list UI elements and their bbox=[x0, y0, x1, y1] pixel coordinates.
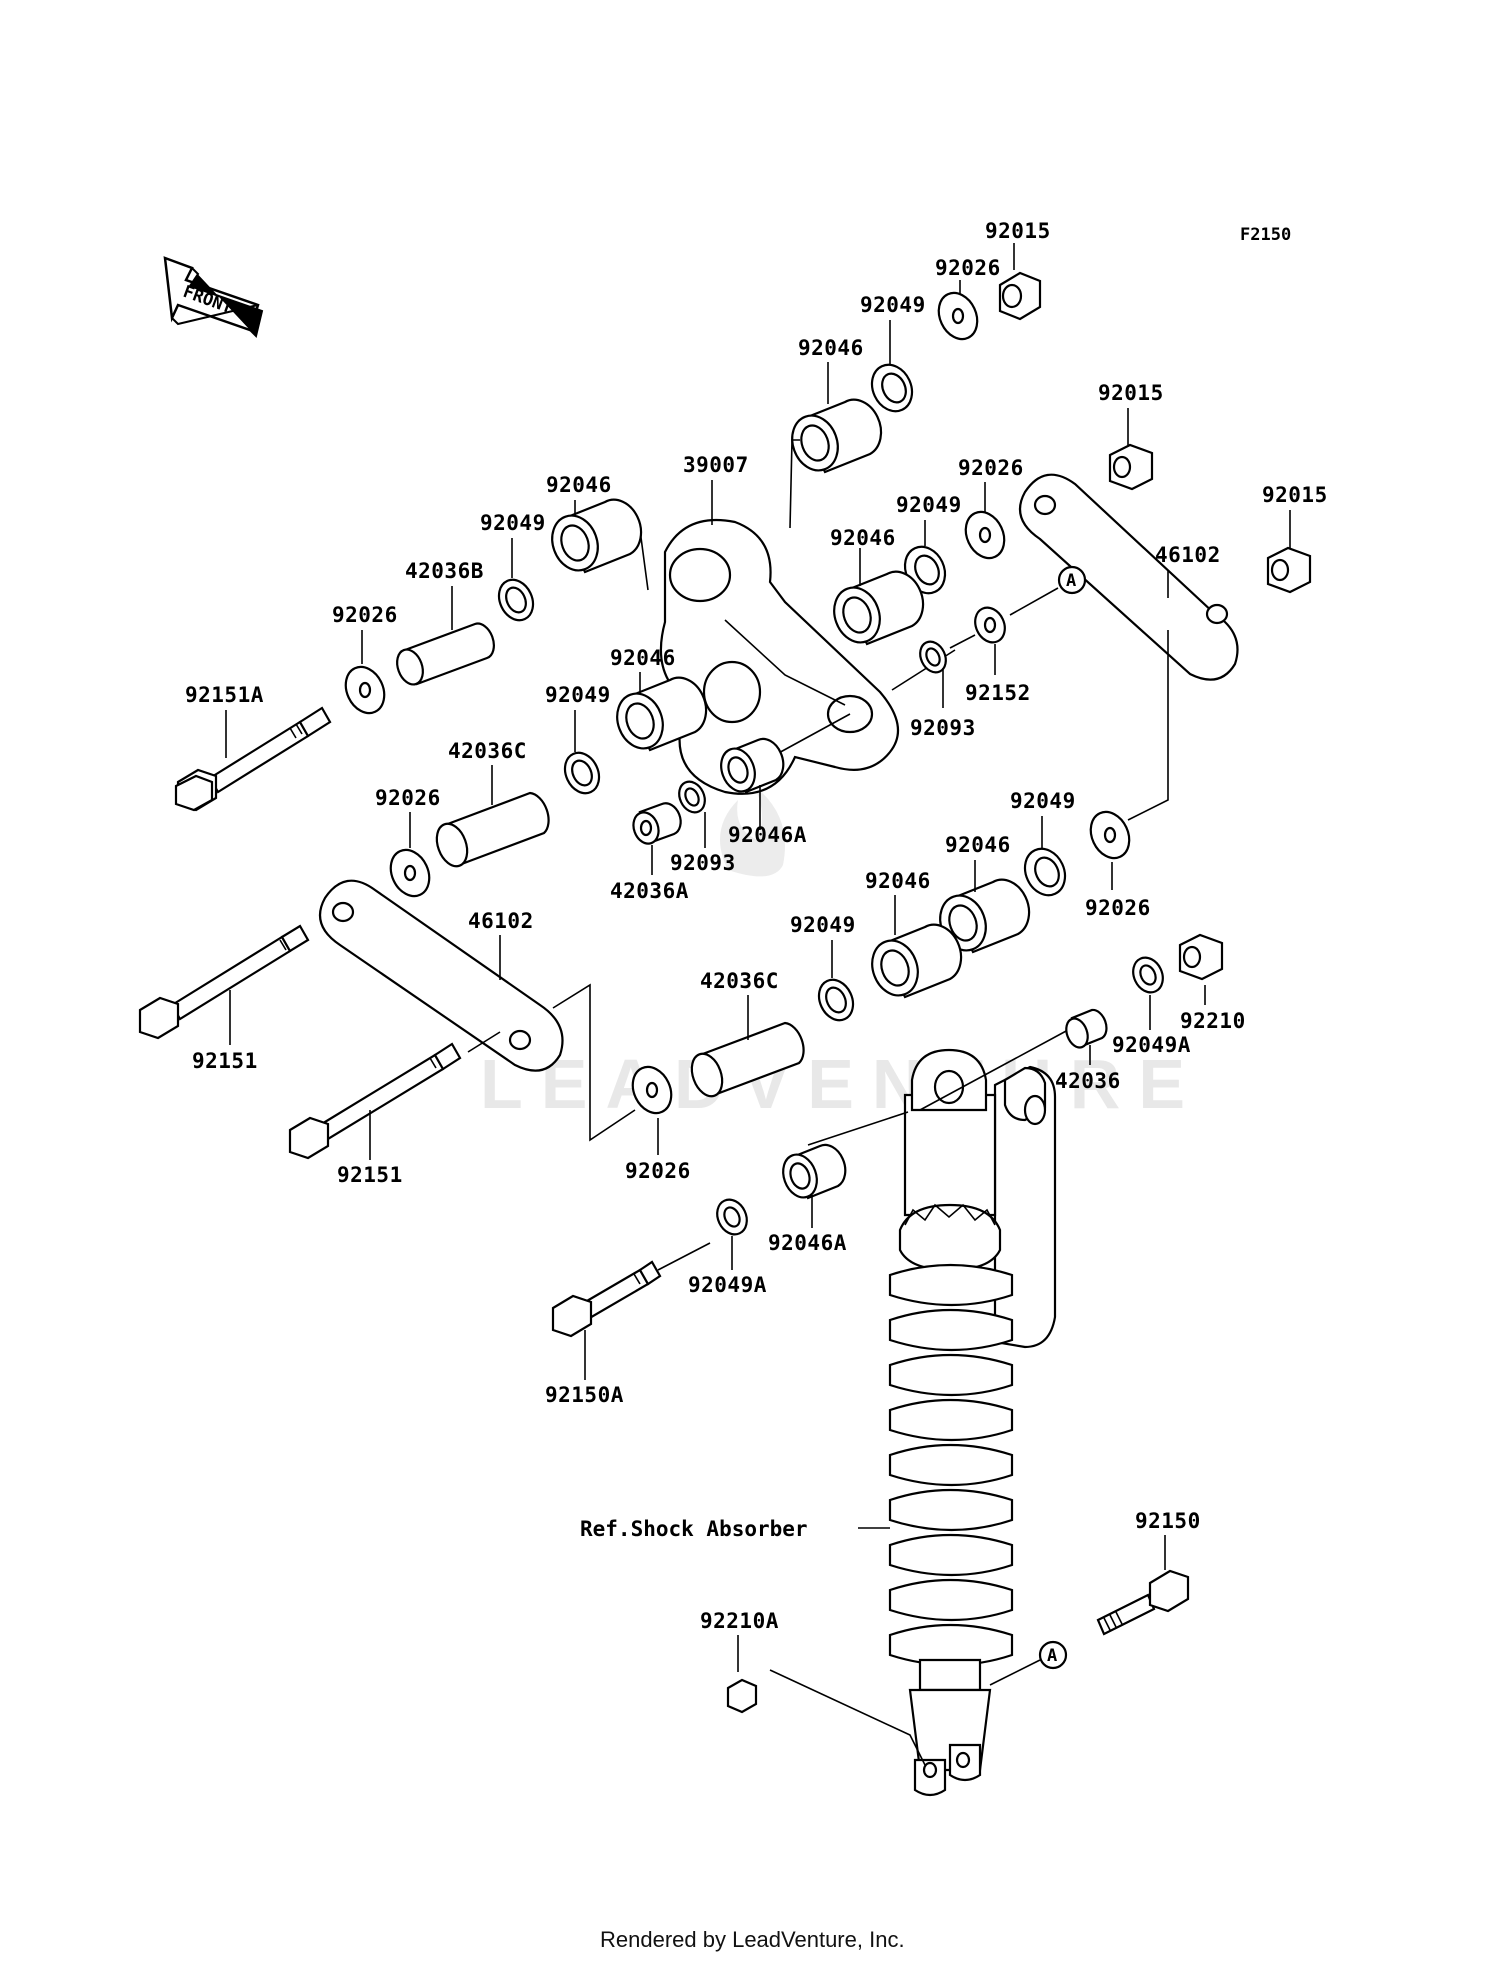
seal-92049A-right-icon bbox=[1132, 956, 1164, 994]
label-92049A-left: 92049A bbox=[688, 1273, 767, 1297]
label-39007: 39007 bbox=[683, 453, 749, 477]
label-42036B: 42036B bbox=[405, 559, 484, 583]
front-arrow-icon: FRONT bbox=[163, 256, 264, 338]
collar-42036A-icon bbox=[632, 802, 682, 845]
washer-92026-mid-icon bbox=[964, 510, 1006, 560]
label-92026-lower-left: 92026 bbox=[375, 786, 441, 810]
link-46102-lower-icon bbox=[318, 879, 564, 1072]
label-92046-mid: 92046 bbox=[830, 526, 896, 550]
label-92210A: 92210A bbox=[700, 1609, 779, 1633]
label-92049-lower: 92049 bbox=[545, 683, 611, 707]
label-92046-lower: 92046 bbox=[610, 646, 676, 670]
bearing-92046-top-icon bbox=[791, 398, 883, 474]
bolt-92150A-icon bbox=[551, 1260, 662, 1338]
bolt-92151-lower-icon bbox=[288, 1042, 462, 1160]
bearing-92046-mid-icon bbox=[833, 570, 925, 646]
nut-92015-right-icon bbox=[1266, 546, 1312, 594]
washer-92026-top-icon bbox=[937, 291, 979, 341]
label-42036C-lower: 42036C bbox=[700, 969, 779, 993]
label-92015-top: 92015 bbox=[985, 219, 1051, 243]
washer-92026-bottom-icon bbox=[631, 1065, 673, 1115]
label-46102-lower: 46102 bbox=[468, 909, 534, 933]
seal-92049-top-icon bbox=[870, 363, 914, 413]
seal-92049-right-icon bbox=[1023, 847, 1067, 897]
label-92150: 92150 bbox=[1135, 1509, 1201, 1533]
bolt-92150-icon bbox=[1096, 1569, 1190, 1636]
seal-92093-lower-icon bbox=[678, 780, 706, 814]
washer-92026-left-icon bbox=[344, 665, 386, 715]
nut-92210A-icon bbox=[726, 1678, 758, 1714]
label-92015-right: 92015 bbox=[1262, 483, 1328, 507]
label-92015-link: 92015 bbox=[1098, 381, 1164, 405]
label-92093-right: 92093 bbox=[910, 716, 976, 740]
label-92046-left: 92046 bbox=[546, 473, 612, 497]
label-92026-bottom: 92026 bbox=[625, 1159, 691, 1183]
link-46102-upper-icon bbox=[1018, 473, 1239, 681]
collar-42036-icon bbox=[1065, 1008, 1108, 1049]
seal-92049-link-icon bbox=[817, 978, 855, 1022]
nut-92210-icon bbox=[1178, 933, 1224, 981]
label-92049-right: 92049 bbox=[1010, 789, 1076, 813]
watermark: LEADVENTURE bbox=[480, 785, 1203, 1123]
label-46102-upper: 46102 bbox=[1155, 543, 1221, 567]
label-92049-mid: 92049 bbox=[896, 493, 962, 517]
nut-92015-link-icon bbox=[1108, 443, 1154, 491]
bearing-92046-lower-icon bbox=[616, 676, 708, 752]
label-42036C-upper: 42036C bbox=[448, 739, 527, 763]
label-92046-top: 92046 bbox=[798, 336, 864, 360]
label-92026-right: 92026 bbox=[1085, 896, 1151, 920]
bolt-92151A-icon bbox=[174, 706, 332, 812]
label-42036A: 42036A bbox=[610, 879, 689, 903]
label-92046-link: 92046 bbox=[865, 869, 931, 893]
footer-credit: Rendered by LeadVenture, Inc. bbox=[600, 1927, 905, 1952]
label-92152: 92152 bbox=[965, 681, 1031, 705]
figure-code: F2150 bbox=[1240, 225, 1291, 245]
bearing-92046-right-icon bbox=[939, 878, 1031, 954]
ref-marker-a-top-label: A bbox=[1066, 571, 1076, 591]
collar-42036C-lower-icon bbox=[690, 1021, 805, 1098]
seal-92049-left-icon bbox=[497, 578, 535, 622]
label-92046A-rocker: 92046A bbox=[728, 823, 807, 847]
seal-92093-right-icon bbox=[919, 640, 947, 674]
seal-92049A-left-icon bbox=[716, 1198, 748, 1236]
label-92049-link: 92049 bbox=[790, 913, 856, 937]
ref-marker-a-bottom: A bbox=[1038, 1640, 1068, 1670]
bearing-92046A-rocker-icon bbox=[720, 737, 785, 794]
shock-absorber-icon bbox=[888, 1048, 1057, 1797]
label-92093-lower: 92093 bbox=[670, 851, 736, 875]
bearing-92046-left-icon bbox=[551, 498, 643, 574]
seal-92049-lower-icon bbox=[563, 751, 601, 795]
label-42036: 42036 bbox=[1055, 1069, 1121, 1093]
collar-42036B-icon bbox=[396, 622, 495, 686]
washer-92026-lower-left-icon bbox=[389, 848, 431, 898]
ref-marker-a-bottom-label: A bbox=[1047, 1646, 1057, 1666]
label-92151-lower: 92151 bbox=[337, 1163, 403, 1187]
washer-92152-icon bbox=[974, 606, 1006, 644]
label-92151-upper: 92151 bbox=[192, 1049, 258, 1073]
label-92150A: 92150A bbox=[545, 1383, 624, 1407]
bolt-92151-upper-icon bbox=[138, 924, 310, 1040]
label-92026-mid: 92026 bbox=[958, 456, 1024, 480]
label-92046A-shock: 92046A bbox=[768, 1231, 847, 1255]
label-92046-right: 92046 bbox=[945, 833, 1011, 857]
bearing-92046-link-icon bbox=[871, 923, 963, 999]
collar-42036C-upper-icon bbox=[435, 791, 550, 868]
watermark-text: LEADVENTURE bbox=[480, 1045, 1203, 1123]
label-92049-top: 92049 bbox=[860, 293, 926, 317]
nut-92015-top-icon bbox=[998, 271, 1042, 321]
ref-marker-a-top: A bbox=[1057, 565, 1087, 595]
washer-92026-right-icon bbox=[1089, 810, 1131, 860]
ref-shock-absorber-label: Ref.Shock Absorber bbox=[580, 1517, 808, 1541]
label-92151A: 92151A bbox=[185, 683, 264, 707]
label-92210: 92210 bbox=[1180, 1009, 1246, 1033]
label-92026-top: 92026 bbox=[935, 256, 1001, 280]
label-92049A-right: 92049A bbox=[1112, 1033, 1191, 1057]
label-92049-left: 92049 bbox=[480, 511, 546, 535]
label-92026-left: 92026 bbox=[332, 603, 398, 627]
bearing-92046A-shock-icon bbox=[782, 1143, 847, 1200]
